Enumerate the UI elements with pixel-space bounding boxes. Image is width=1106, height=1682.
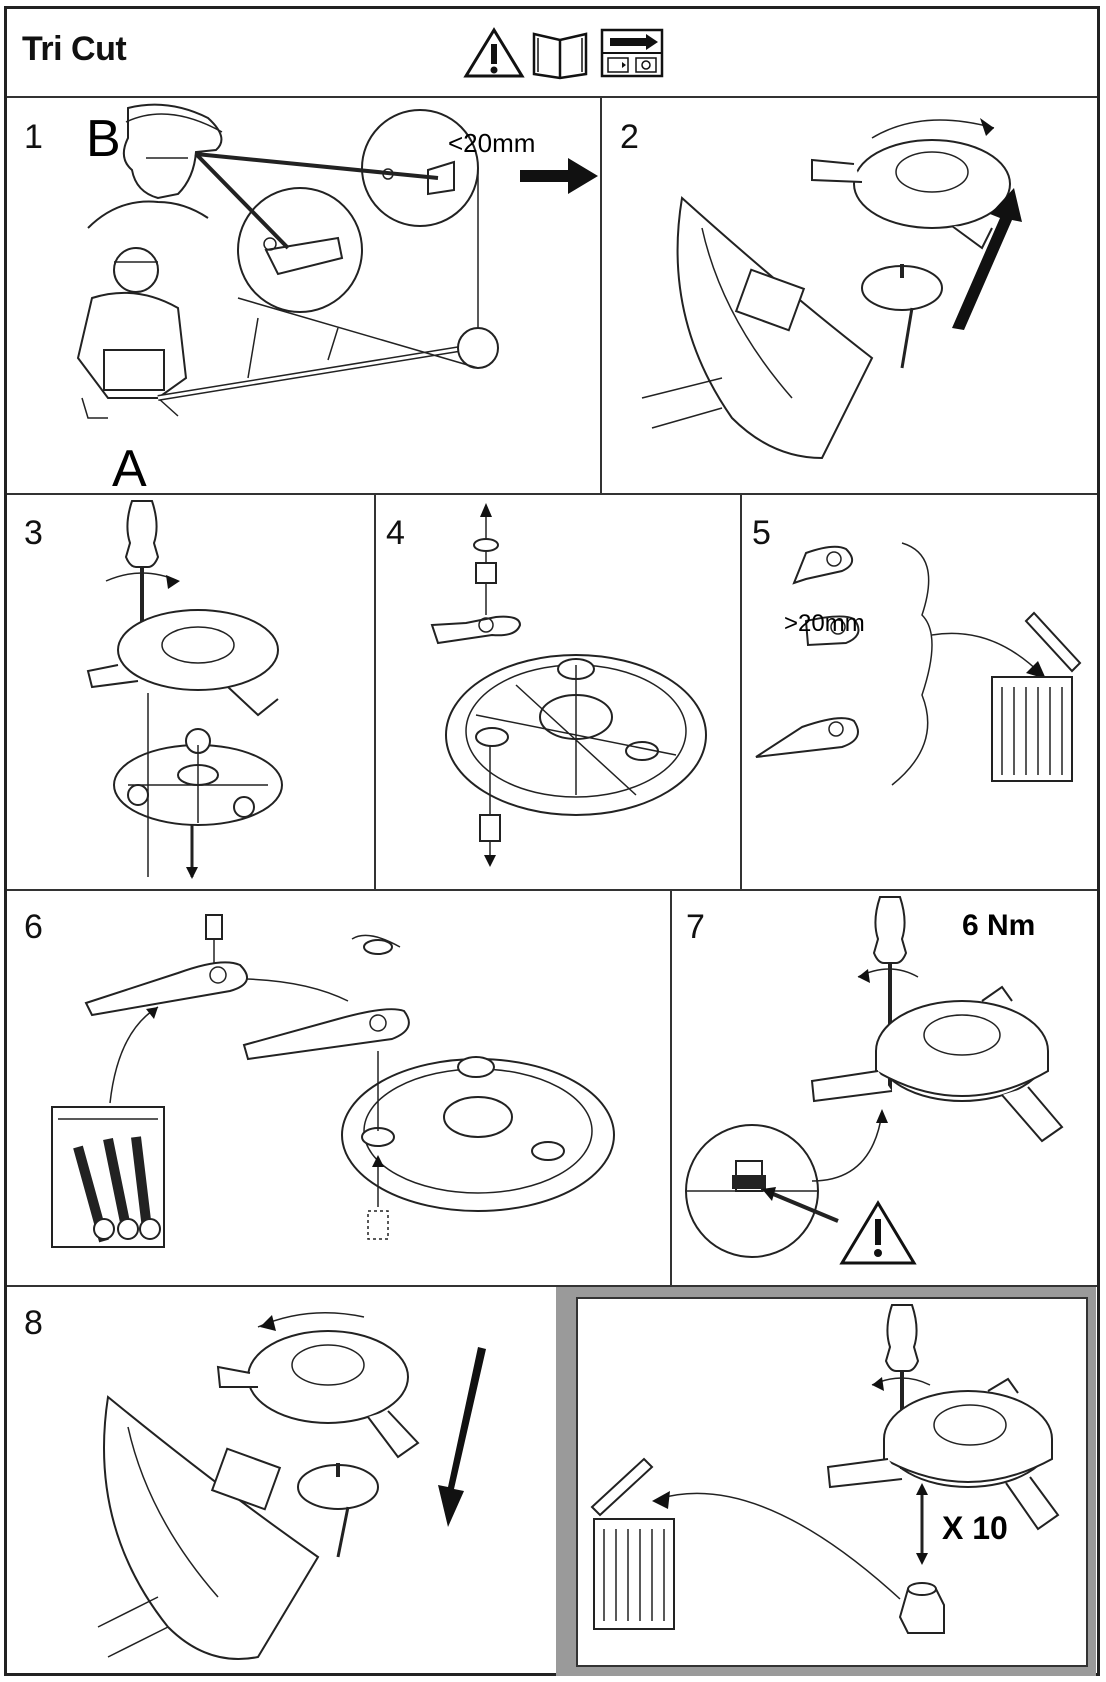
step-number-8: 8 — [24, 1304, 43, 1342]
measure-label-lt20: <20mm — [448, 128, 535, 158]
panel-9-illustration: X 10 — [590, 1304, 1060, 1634]
worn-blade-1 — [792, 545, 853, 585]
panel-6-illustration — [51, 914, 615, 1248]
lift-arrow — [952, 188, 1022, 330]
divider-header — [7, 96, 1097, 98]
divider-row2 — [7, 889, 1097, 891]
detail-magnifier-7 — [685, 1124, 819, 1258]
divider-col-3-4 — [374, 493, 376, 889]
cutting-head-top — [86, 609, 279, 717]
warning-triangle-icon — [463, 27, 525, 78]
direction-arrow — [520, 158, 598, 194]
new-blade-1 — [84, 961, 249, 1017]
trimmer-shaft — [157, 317, 499, 401]
panel-7-illustration: 6 Nm — [685, 896, 1064, 1265]
trash-bin-icon — [991, 611, 1082, 782]
manual-book-icon — [532, 32, 588, 80]
panel-5-illustration: >20mm — [755, 542, 1082, 786]
guard-8 — [97, 1395, 320, 1660]
page-title: Tri Cut — [22, 30, 127, 68]
cutting-head-9 — [826, 1377, 1060, 1531]
step-number-7: 7 — [686, 908, 705, 946]
instruction-panel-icon — [600, 28, 664, 78]
divider-col-6-7 — [670, 889, 672, 1285]
step-number-4: 4 — [386, 514, 405, 552]
new-blade-2 — [242, 1008, 410, 1061]
cutting-head-base — [113, 728, 283, 826]
warning-triangle-icon — [839, 1200, 917, 1265]
operator-a-label: A — [112, 440, 147, 492]
trash-bin-icon — [590, 1457, 675, 1630]
panel-2-illustration — [641, 118, 1022, 460]
repeat-label: X 10 — [942, 1510, 1008, 1546]
operator-b-figure — [87, 103, 223, 229]
worn-blade-3 — [755, 717, 859, 758]
step-number-5: 5 — [752, 514, 771, 552]
measure-label-gt20: >20mm — [784, 610, 865, 637]
detail-magnifier-small — [237, 187, 363, 313]
step-number-6: 6 — [24, 908, 43, 946]
operator-b-label: B — [86, 110, 121, 168]
step-number-2: 2 — [620, 118, 639, 156]
blade-holder-disc — [445, 654, 707, 816]
blade-holder-disc-6 — [341, 1056, 615, 1212]
panel-4-illustration — [430, 503, 707, 867]
header-icons — [463, 27, 664, 80]
divider-col-4-5 — [740, 493, 742, 889]
nut — [898, 1582, 945, 1634]
lower-arrow — [438, 1347, 486, 1527]
blade — [430, 615, 522, 645]
divider-row3 — [7, 1285, 1097, 1287]
panel-1-illustration: <20mm B A — [76, 103, 598, 492]
operator-a-figure — [76, 247, 188, 419]
guard — [641, 196, 874, 460]
step-number-3: 3 — [24, 514, 43, 552]
divider-col-1-2 — [600, 96, 602, 493]
torque-label: 6 Nm — [962, 909, 1035, 942]
worn-blade-2 — [804, 615, 860, 647]
panel-8-illustration — [97, 1312, 486, 1660]
blade-pack — [51, 1106, 165, 1248]
detail-magnifier-large — [361, 109, 479, 227]
divider-row1 — [7, 493, 1097, 495]
step-number-1: 1 — [24, 118, 43, 156]
panel-3-illustration — [86, 500, 283, 879]
cutting-head — [811, 139, 1011, 250]
spindle-hub-8 — [297, 1463, 379, 1558]
cutting-head-7 — [810, 985, 1064, 1143]
page-frame — [4, 6, 1100, 1676]
cutting-head-8 — [216, 1330, 420, 1459]
spindle-hub — [861, 264, 943, 369]
